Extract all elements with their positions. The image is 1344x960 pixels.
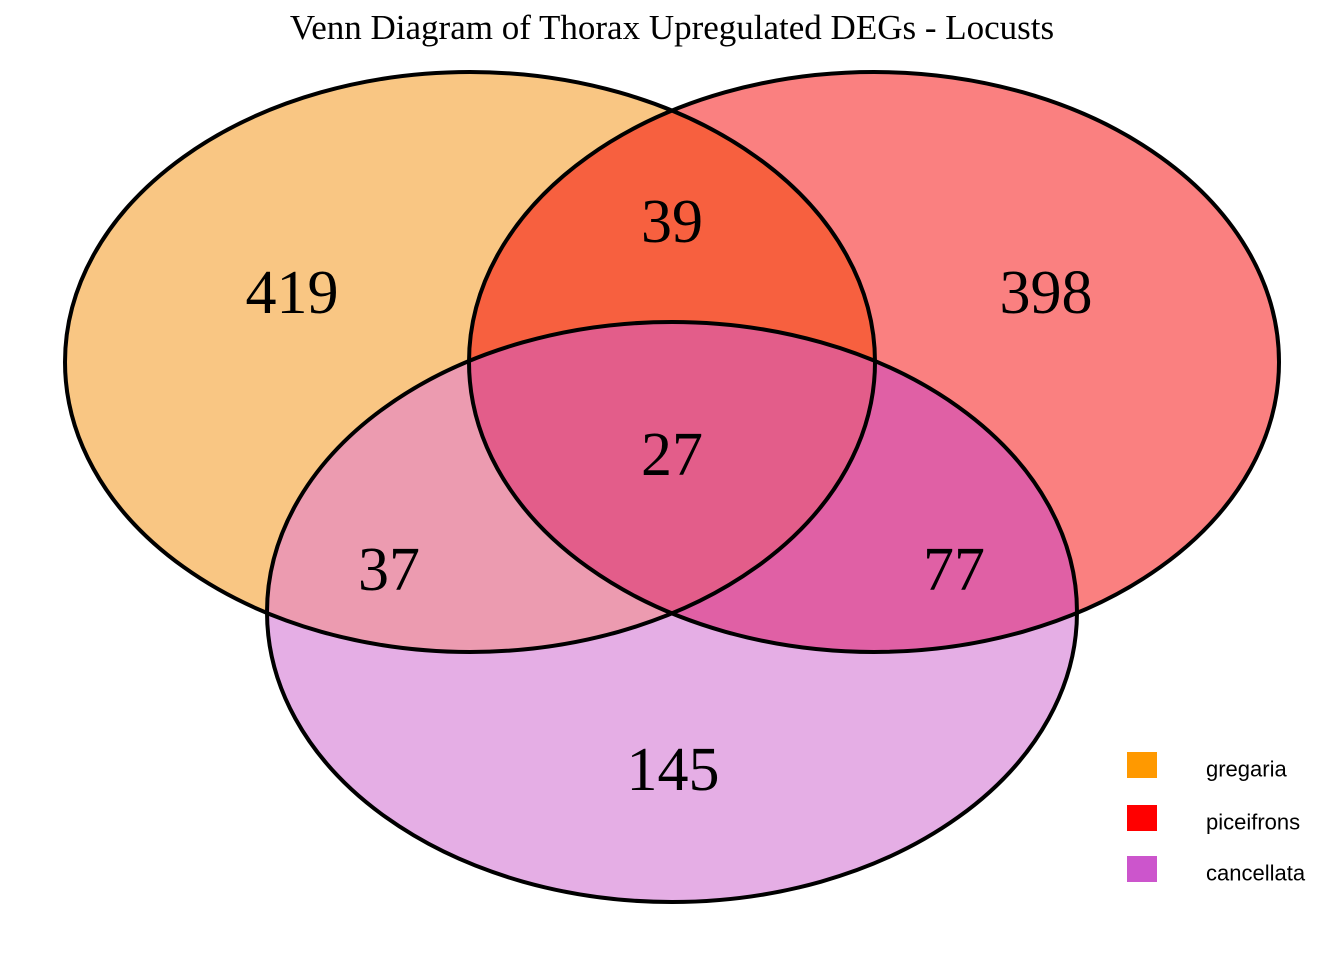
legend: gregaria piceifrons cancellata: [1127, 752, 1306, 886]
legend-label-gregaria: gregaria: [1206, 757, 1287, 782]
legend-item-gregaria[interactable]: gregaria: [1127, 752, 1287, 782]
count-cancellata-only: 145: [627, 736, 720, 804]
legend-label-piceifrons: piceifrons: [1206, 810, 1300, 835]
count-gregaria-only: 419: [246, 259, 339, 327]
count-piceifrons-cancellata: 77: [923, 536, 985, 604]
ellipse-cancellata[interactable]: [265, 320, 1079, 904]
count-gregaria-cancellata: 37: [358, 536, 420, 604]
legend-item-piceifrons[interactable]: piceifrons: [1127, 805, 1300, 835]
legend-swatch-cancellata: [1127, 856, 1157, 882]
legend-label-cancellata: cancellata: [1206, 861, 1306, 886]
legend-swatch-piceifrons: [1127, 805, 1157, 831]
count-gregaria-piceifrons: 39: [641, 188, 703, 256]
page-title: Venn Diagram of Thorax Upregulated DEGs …: [289, 8, 1055, 47]
venn-outlines: [63, 70, 1281, 904]
count-all-three: 27: [641, 421, 703, 489]
venn-count-labels: 419 398 39 27 37 77 145: [246, 188, 1093, 804]
count-piceifrons-only: 398: [1000, 259, 1093, 327]
legend-item-cancellata[interactable]: cancellata: [1127, 856, 1306, 886]
legend-swatch-gregaria: [1127, 752, 1157, 778]
